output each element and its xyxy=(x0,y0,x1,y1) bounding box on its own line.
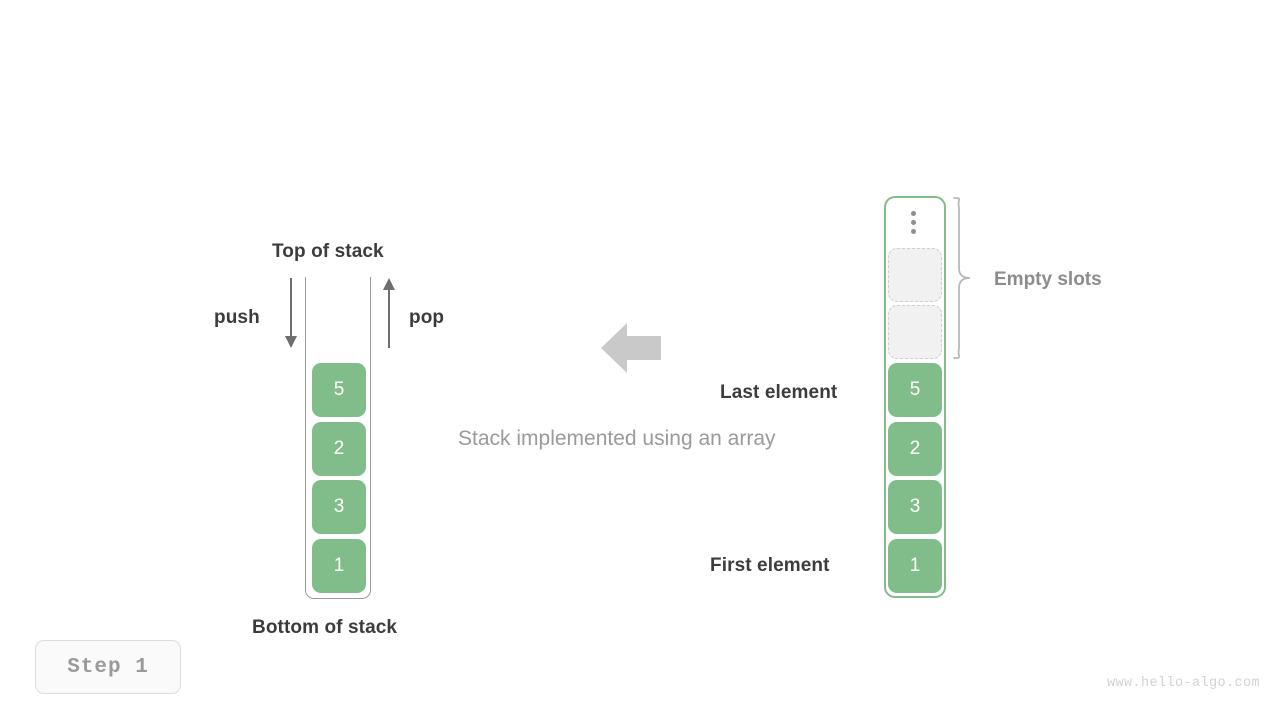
push-arrow xyxy=(283,278,299,350)
pop-label: pop xyxy=(409,307,445,328)
pop-arrow xyxy=(381,278,397,350)
step-badge-label: Step 1 xyxy=(67,655,149,679)
array-container xyxy=(884,196,946,598)
pop-arrow-head-icon xyxy=(382,278,395,290)
figure-caption: Stack implemented using an array xyxy=(458,427,776,450)
pop-arrow-shaft xyxy=(387,289,391,348)
empty-slots-brace-icon xyxy=(952,196,974,365)
push-label: push xyxy=(214,307,260,328)
watermark: www.hello-algo.com xyxy=(1106,676,1260,691)
stack-cell: 5 xyxy=(312,363,366,417)
first-element-label: First element xyxy=(710,555,830,576)
stack-container xyxy=(305,277,371,599)
last-element-label: Last element xyxy=(720,382,838,403)
array-cell: 5 xyxy=(888,363,942,417)
stack-cell: 2 xyxy=(312,422,366,476)
array-cell: 1 xyxy=(888,539,942,593)
array-cell: 2 xyxy=(888,422,942,476)
arrow-left-icon xyxy=(601,320,661,381)
stack-cell: 1 xyxy=(312,539,366,593)
vertical-ellipsis-icon xyxy=(911,211,916,234)
empty-slots-label: Empty slots xyxy=(994,269,1102,290)
step-badge: Step 1 xyxy=(35,640,181,694)
push-arrow-head-icon xyxy=(284,336,297,348)
top-of-stack-label: Top of stack xyxy=(272,241,384,262)
empty-slot xyxy=(888,305,942,359)
stack-cell: 3 xyxy=(312,480,366,534)
empty-slot xyxy=(888,248,942,302)
push-arrow-shaft xyxy=(289,278,293,338)
bottom-of-stack-label: Bottom of stack xyxy=(252,617,398,638)
array-cell: 3 xyxy=(888,480,942,534)
